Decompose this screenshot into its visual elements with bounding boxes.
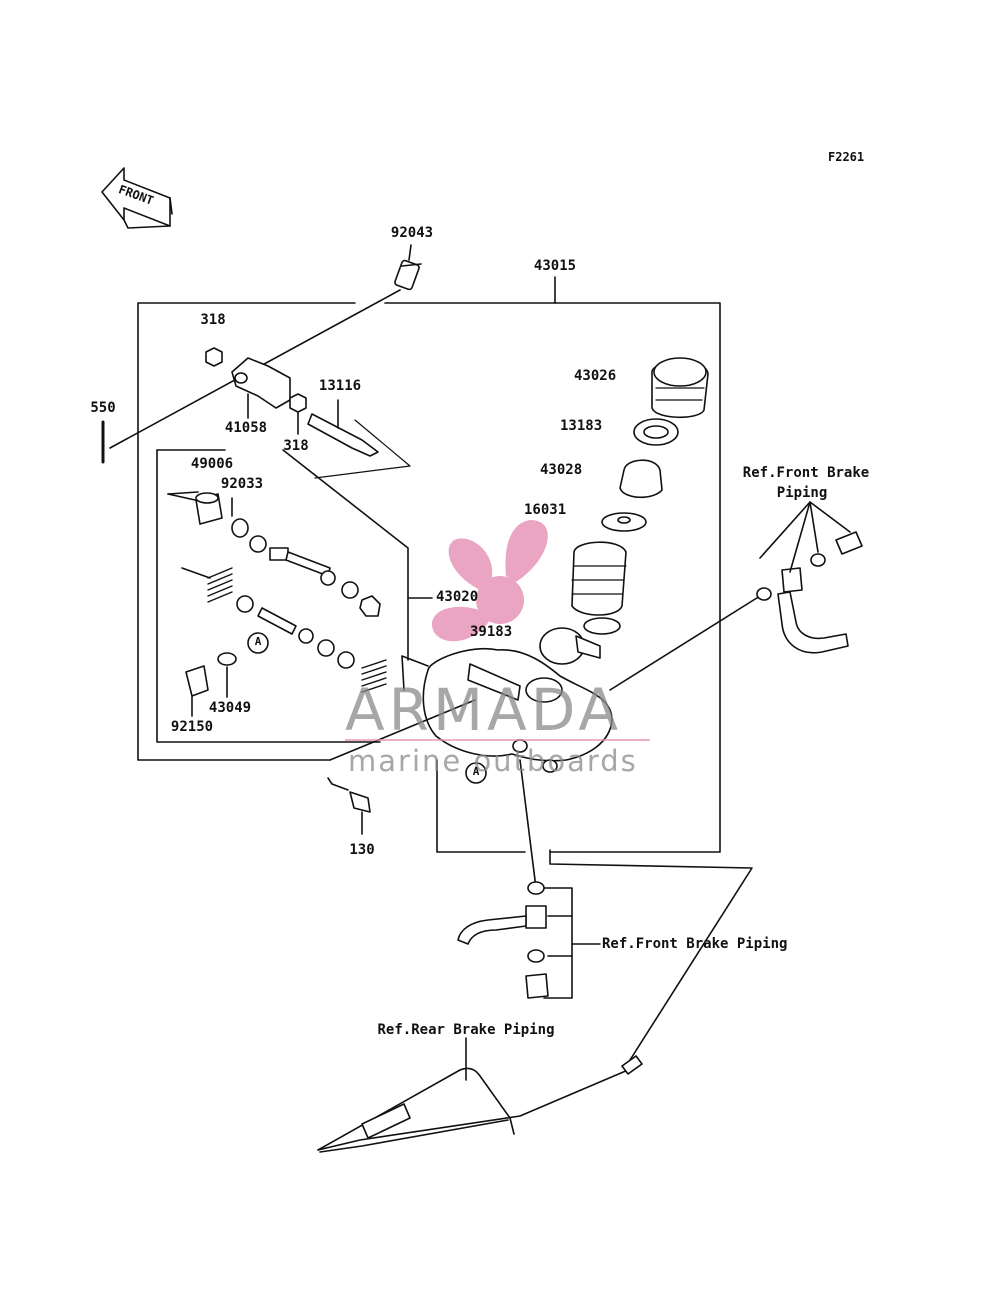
ref-front-brake-piping: Ref.Front Brake Piping: [602, 936, 788, 952]
part-label-43020: 43020: [436, 589, 479, 605]
part-label-49006: 49006: [190, 456, 234, 472]
part-label-13183: 13183: [560, 418, 603, 434]
part-label-43026: 43026: [574, 368, 617, 384]
part-label-13116: 13116: [318, 378, 362, 394]
part-label-92033: 92033: [220, 476, 264, 492]
part-label-318-bottom: 318: [283, 438, 309, 454]
front-arrow-icon: [101, 167, 173, 229]
watermark-brand: ARMADA: [345, 676, 623, 744]
part-label-92150: 92150: [170, 719, 214, 735]
part-label-318-top: 318: [200, 312, 226, 328]
part-label-550: 550: [90, 400, 116, 416]
assembly-box-43015: [137, 302, 356, 761]
part-label-43049: 43049: [208, 700, 252, 716]
ref-rear-brake-piping: Ref.Rear Brake Piping: [377, 1022, 555, 1038]
part-label-92043: 92043: [390, 225, 434, 241]
part-label-39183: 39183: [470, 624, 513, 640]
marker-a-left: A: [254, 635, 262, 648]
assembly-box-43020: [156, 449, 381, 743]
ref-front-brake-line1: Ref.Front Brake: [742, 465, 870, 481]
ref-front-brake-line2: Piping: [776, 485, 828, 501]
part-label-130: 130: [349, 842, 375, 858]
part-label-41058: 41058: [224, 420, 268, 436]
part-label-43015: 43015: [533, 258, 577, 274]
part-label-16031: 16031: [524, 502, 567, 518]
diagram-code: F2261: [828, 150, 865, 164]
part-label-43028: 43028: [540, 462, 583, 478]
watermark-propeller-icon: [431, 520, 548, 642]
marker-a-center: A: [472, 765, 480, 778]
watermark-tagline: marine outboards: [348, 744, 638, 778]
